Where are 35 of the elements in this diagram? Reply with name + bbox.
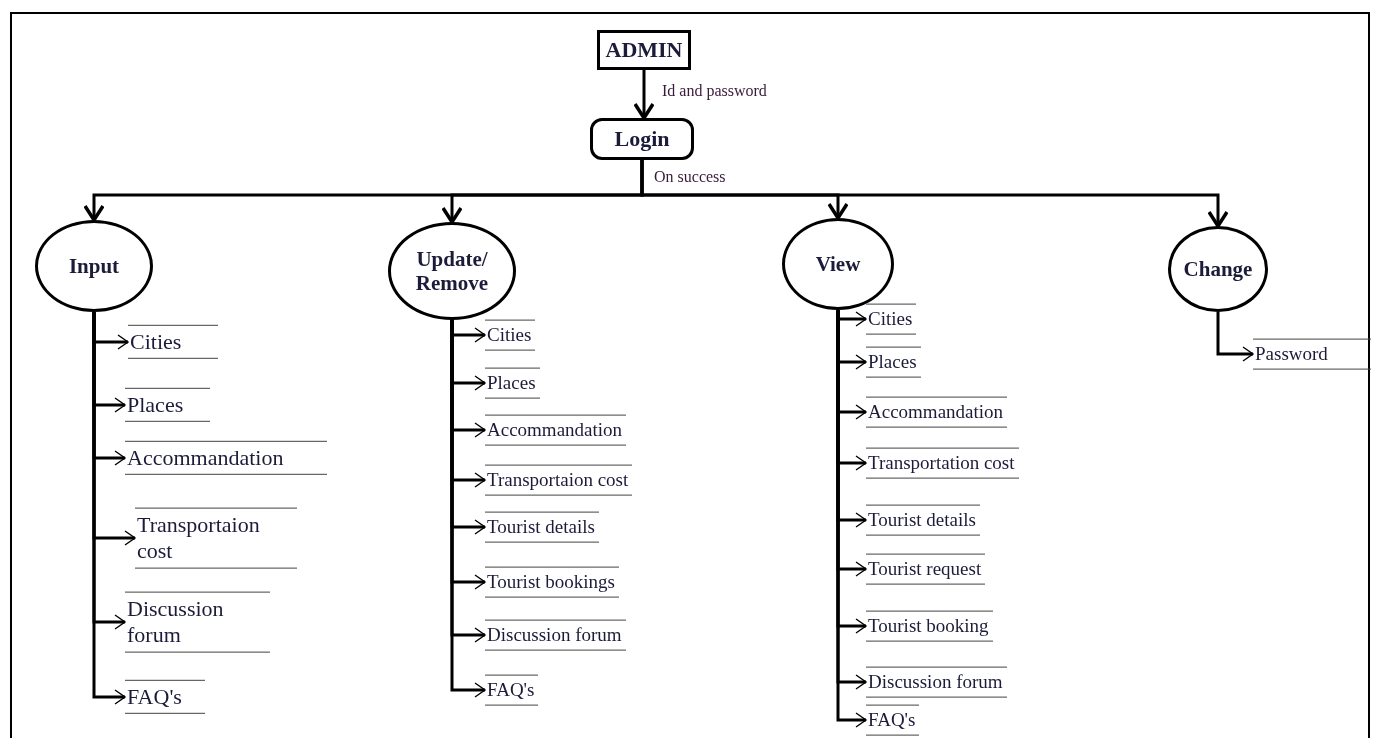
data-item: Discussion forum bbox=[125, 591, 270, 653]
data-item: Accommandation bbox=[125, 440, 327, 476]
data-item: Transportation cost bbox=[866, 447, 1019, 479]
function-circle: Change bbox=[1168, 226, 1268, 312]
data-item: Tourist request bbox=[866, 553, 986, 585]
data-item: Discussion forum bbox=[866, 666, 1007, 698]
data-item: Accommandation bbox=[866, 396, 1008, 428]
data-item: Places bbox=[125, 387, 210, 423]
data-item: FAQ's bbox=[125, 679, 205, 715]
process-box: Login bbox=[590, 118, 694, 160]
data-item: FAQ's bbox=[866, 704, 920, 736]
data-item: Places bbox=[485, 367, 540, 399]
data-item: Transportaion cost bbox=[485, 464, 633, 496]
arrow bbox=[640, 160, 1229, 228]
data-item: Discussion forum bbox=[485, 619, 626, 651]
function-circle: View bbox=[782, 218, 894, 310]
arrow bbox=[92, 312, 126, 705]
data-item: Accommandation bbox=[485, 414, 627, 446]
data-item: Tourist bookings bbox=[485, 566, 619, 598]
actor-box: ADMIN bbox=[597, 30, 691, 70]
data-item: Cities bbox=[866, 303, 917, 335]
edge-label: Id and password bbox=[660, 82, 769, 100]
data-item: Tourist details bbox=[866, 504, 980, 536]
function-circle: Input bbox=[35, 220, 153, 312]
arrow bbox=[1216, 312, 1254, 362]
data-item: FAQ's bbox=[485, 674, 539, 706]
data-item: Tourist details bbox=[485, 511, 599, 543]
data-item: Cities bbox=[485, 319, 536, 351]
function-circle: Update/ Remove bbox=[388, 222, 516, 320]
data-item: Transportaion cost bbox=[135, 507, 297, 569]
data-item: Places bbox=[866, 346, 921, 378]
data-item: Password bbox=[1253, 338, 1371, 370]
data-item: Tourist booking bbox=[866, 610, 993, 642]
data-item: Cities bbox=[128, 324, 218, 360]
arrow bbox=[633, 70, 655, 120]
